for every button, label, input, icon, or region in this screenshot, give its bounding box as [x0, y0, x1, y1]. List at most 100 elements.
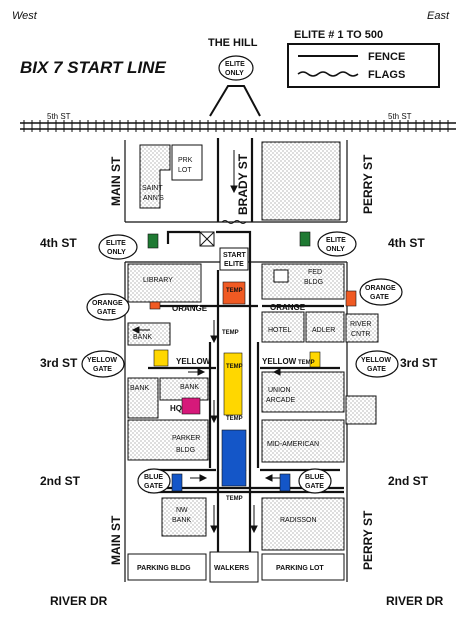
- radisson-block: [261, 497, 345, 551]
- blue-corral: [221, 429, 247, 487]
- union-arcade-block: [261, 371, 345, 413]
- perry-st-lower-label: PERRY ST: [361, 510, 375, 570]
- svg-text:ORANGE: ORANGE: [92, 300, 123, 307]
- svg-text:GATE: GATE: [305, 483, 324, 490]
- zone-markers: [147, 231, 357, 492]
- svg-text:GATE: GATE: [144, 483, 163, 490]
- temp-label-5: TEMP: [226, 416, 243, 422]
- svg-text:YELLOW: YELLOW: [361, 357, 391, 364]
- yellow-corral: [223, 352, 243, 416]
- bank2-block: [127, 377, 159, 419]
- parker-bldg-label-1: PARKER: [172, 435, 200, 442]
- start-box: [219, 247, 249, 271]
- bank1-label: BANK: [133, 334, 152, 341]
- main-st-upper-label: MAIN ST: [109, 156, 123, 206]
- adler-block: [305, 311, 345, 343]
- orange-marker-left: [149, 301, 161, 310]
- svg-text:YELLOW: YELLOW: [87, 357, 117, 364]
- bank2-label: BANK: [130, 385, 149, 392]
- saint-anns-block: [139, 144, 171, 209]
- building-labels: PRK LOT SAINT ANN'S LIBRARY FED BLDG BAN…: [130, 157, 371, 572]
- library-block: [127, 263, 202, 303]
- blue-marker-right: [279, 473, 291, 492]
- radisson-label: RADISSON: [280, 517, 317, 524]
- orange-corral: [222, 281, 246, 305]
- fourth-st-right-label: 4th ST: [388, 236, 425, 250]
- prk-lot-label-1: PRK: [178, 157, 193, 164]
- fed-inner-box: [273, 269, 289, 283]
- hill-road: [209, 85, 261, 117]
- nw-bank-block: [161, 497, 207, 537]
- river-cntr-block: [345, 313, 379, 343]
- svg-text:ONLY: ONLY: [225, 70, 244, 77]
- fourth-st-left-label: 4th ST: [40, 236, 77, 250]
- brady-st-label: BRADY ST: [236, 153, 250, 215]
- mid-american-label: MID-AMERICAN: [267, 441, 319, 448]
- river-cntr-label-2: CNTR: [351, 331, 370, 338]
- svg-text:ELITE: ELITE: [326, 237, 346, 244]
- east-label: East: [427, 10, 450, 22]
- parking-lot-label: PARKING LOT: [276, 565, 324, 572]
- orange-gate-left: ORANGE GATE: [86, 293, 130, 321]
- elite-only-top-gate: ELITE ONLY: [218, 55, 254, 81]
- svg-text:GATE: GATE: [370, 294, 389, 301]
- elite-marker-right: [299, 231, 311, 247]
- yellow-zone-label-right: YELLOW: [262, 357, 297, 366]
- zone-labels: START ELITE TEMP TEMP TEMP TEMP TEMP TEM…: [172, 252, 315, 502]
- parking-lot-block: [261, 553, 345, 581]
- blue-marker-left: [171, 473, 183, 492]
- saint-anns-label-1: SAINT: [142, 185, 163, 192]
- temp-label-4: TEMP: [298, 360, 315, 366]
- nw-bank-label-2: BANK: [172, 517, 191, 524]
- start-elite-label-1: START: [223, 252, 247, 259]
- fed-bldg-label-1: FED: [308, 269, 322, 276]
- svg-text:ELITE: ELITE: [225, 61, 245, 68]
- elite-marker-left: [147, 233, 159, 249]
- second-st-left-label: 2nd ST: [40, 474, 81, 488]
- building-outlines: [127, 144, 345, 583]
- svg-text:ORANGE: ORANGE: [365, 285, 396, 292]
- fed-bldg-label-2: BLDG: [304, 279, 323, 286]
- hotel-label: HOTEL: [268, 327, 291, 334]
- svg-text:ONLY: ONLY: [107, 249, 126, 256]
- main-st-lower-label: MAIN ST: [109, 515, 123, 565]
- svg-text:BLUE: BLUE: [305, 474, 324, 481]
- east-small-block: [345, 395, 377, 425]
- parker-bldg-block: [127, 419, 209, 461]
- mid-american-block: [261, 419, 345, 463]
- map-title: BIX 7 START LINE: [20, 58, 166, 77]
- fed-bldg-block: [261, 141, 341, 221]
- orange-marker-right: [345, 290, 357, 307]
- yellow-marker-right: [309, 351, 321, 368]
- bank3-label: BANK: [180, 384, 199, 391]
- temp-label-2: TEMP: [222, 330, 239, 336]
- orange-zone-label-left: ORANGE: [172, 304, 208, 313]
- start-elite-label-2: ELITE: [224, 261, 244, 268]
- legend-box: [287, 43, 440, 88]
- hq-marker: [181, 397, 201, 415]
- fifth-st-right-label: 5th ST: [388, 112, 412, 121]
- gate-bubbles: ELITE ONLY ELITE ONLY ELITE ONLY ORANGE …: [81, 55, 403, 494]
- parking-bldg-label: PARKING BLDG: [137, 565, 191, 572]
- street-labels: 4th ST 4th ST 3rd ST 3rd ST 2nd ST 2nd S…: [40, 153, 444, 608]
- hotel-block: [261, 311, 305, 343]
- union-arcade-label-1: UNION: [268, 387, 291, 394]
- prk-lot-block: [171, 144, 203, 181]
- hq-label: HQ: [170, 404, 182, 413]
- legend-fence-label: FENCE: [368, 51, 405, 63]
- saint-anns-label-2: ANN'S: [143, 195, 164, 202]
- parker-bldg-label-2: BLDG: [176, 447, 195, 454]
- walkers-block: [209, 551, 259, 583]
- third-st-left-label: 3rd ST: [40, 356, 78, 370]
- third-st-right-label: 3rd ST: [400, 356, 438, 370]
- blue-gate-left: BLUE GATE: [137, 468, 171, 494]
- railroad: [20, 120, 456, 132]
- orange-zone-label-right: ORANGE: [270, 303, 306, 312]
- the-hill-label: THE HILL: [208, 37, 258, 49]
- nw-bank-label-1: NW: [176, 507, 188, 514]
- elite-only-right-gate: ELITE ONLY: [317, 231, 357, 257]
- svg-text:BLUE: BLUE: [144, 474, 163, 481]
- buildings: [127, 141, 379, 551]
- yellow-marker-left: [153, 349, 169, 367]
